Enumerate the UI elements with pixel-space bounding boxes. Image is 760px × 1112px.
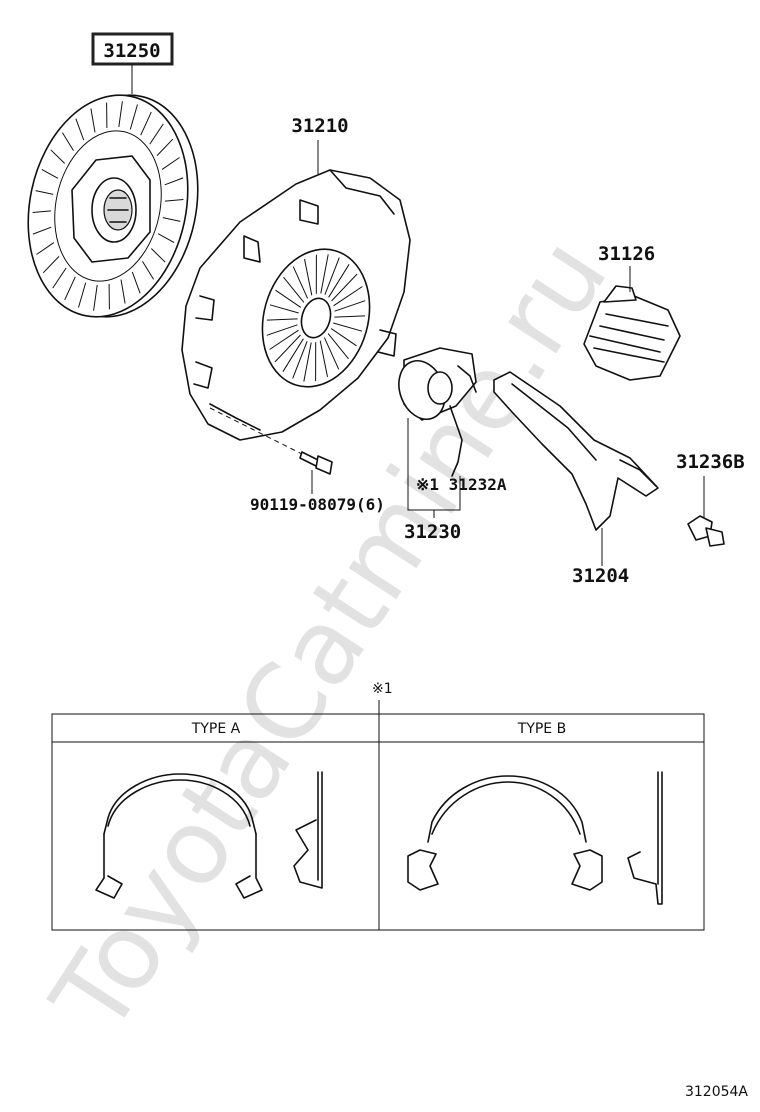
detail-marker: ※1: [372, 681, 393, 697]
disc-segment-line: [164, 199, 184, 202]
disc-segment-line: [118, 101, 123, 128]
part-label-cover: 31210: [291, 115, 348, 137]
part-label-pivot: 31236B: [676, 451, 745, 473]
detail-table-frame: [51, 713, 705, 931]
disc-segment-line: [140, 111, 152, 136]
disc-segment-line: [131, 271, 141, 294]
disc-segment-line: [157, 233, 175, 244]
disc-segment-line: [149, 123, 164, 145]
disc-segment-line: [150, 248, 166, 263]
spring-finger-line: [320, 254, 329, 294]
disc-segment-line: [32, 226, 52, 235]
disc-segment-line: [36, 242, 55, 255]
pivot-drawing: [687, 515, 725, 547]
part-label-disc: 31250: [103, 40, 160, 62]
part-label-boot: 31126: [598, 243, 655, 265]
disc-segment-line: [164, 177, 184, 186]
spring-finger-line: [304, 259, 313, 296]
clutch-disc-drawing: [27, 94, 199, 318]
spring-finger-line: [283, 276, 305, 303]
spring-finger-line: [333, 286, 363, 307]
disc-segment-line: [64, 276, 76, 301]
spring-finger-line: [334, 300, 366, 312]
disc-segment-line: [129, 104, 138, 130]
disc-segment-line: [52, 267, 67, 289]
disc-segment-line: [156, 138, 174, 156]
disc-segment-line: [35, 190, 54, 195]
spring-finger-line: [319, 340, 328, 377]
boot-drawing: [583, 285, 681, 381]
type-a-header: TYPE A: [191, 721, 241, 737]
spring-finger-line: [266, 324, 298, 336]
spring-finger-line: [292, 266, 309, 299]
disc-segment-line: [50, 149, 66, 164]
spring-finger-line: [330, 328, 357, 347]
spring-finger-line: [274, 334, 301, 363]
type-a-clip-drawing: [95, 771, 323, 899]
part-label-bearing-clip: ※1 31232A: [416, 475, 507, 494]
spring-finger-line: [327, 333, 349, 360]
disc-segment-line: [41, 168, 59, 179]
type-b-clip-drawing: [407, 771, 663, 905]
spring-finger-line: [328, 264, 350, 298]
clutch-cover-drawing: [181, 169, 411, 441]
spring-finger-line: [275, 289, 302, 308]
figure-code: 312054A: [685, 1084, 748, 1100]
part-label-bolt: 90119-08079(6): [250, 495, 385, 514]
spring-finger-line: [331, 273, 358, 302]
spring-finger-line: [269, 304, 299, 314]
disc-segment-line: [78, 282, 87, 308]
spring-finger-line: [292, 341, 308, 379]
disc-segment-line: [120, 279, 126, 304]
release-fork-drawing: [493, 371, 659, 531]
disc-segment-line: [93, 284, 98, 311]
release-bearing-drawing: [398, 347, 477, 477]
disc-segment-line: [142, 261, 155, 280]
part-label-fork: 31204: [572, 565, 629, 587]
spring-finger-line: [303, 342, 312, 382]
spring-finger-line: [282, 338, 304, 372]
disc-segment-line: [61, 132, 74, 151]
disc-segment-line: [75, 118, 85, 141]
spring-finger-line: [333, 322, 363, 332]
disc-segment-line: [32, 210, 52, 213]
part-label-bearing-assy: 31230: [404, 521, 461, 543]
disc-segment-line: [162, 217, 181, 222]
spring-finger-line: [323, 337, 340, 370]
disc-label-box: [91, 32, 174, 66]
spring-finger-line: [334, 315, 366, 318]
disc-segment-line: [42, 256, 60, 274]
disc-segment-line: [90, 108, 96, 133]
spring-finger-line: [269, 329, 299, 350]
bolt-drawing: [209, 407, 333, 475]
spring-finger-line: [266, 318, 298, 321]
disc-segment-line: [161, 157, 180, 170]
spring-finger-line: [324, 257, 340, 295]
type-b-header: TYPE B: [517, 721, 566, 737]
